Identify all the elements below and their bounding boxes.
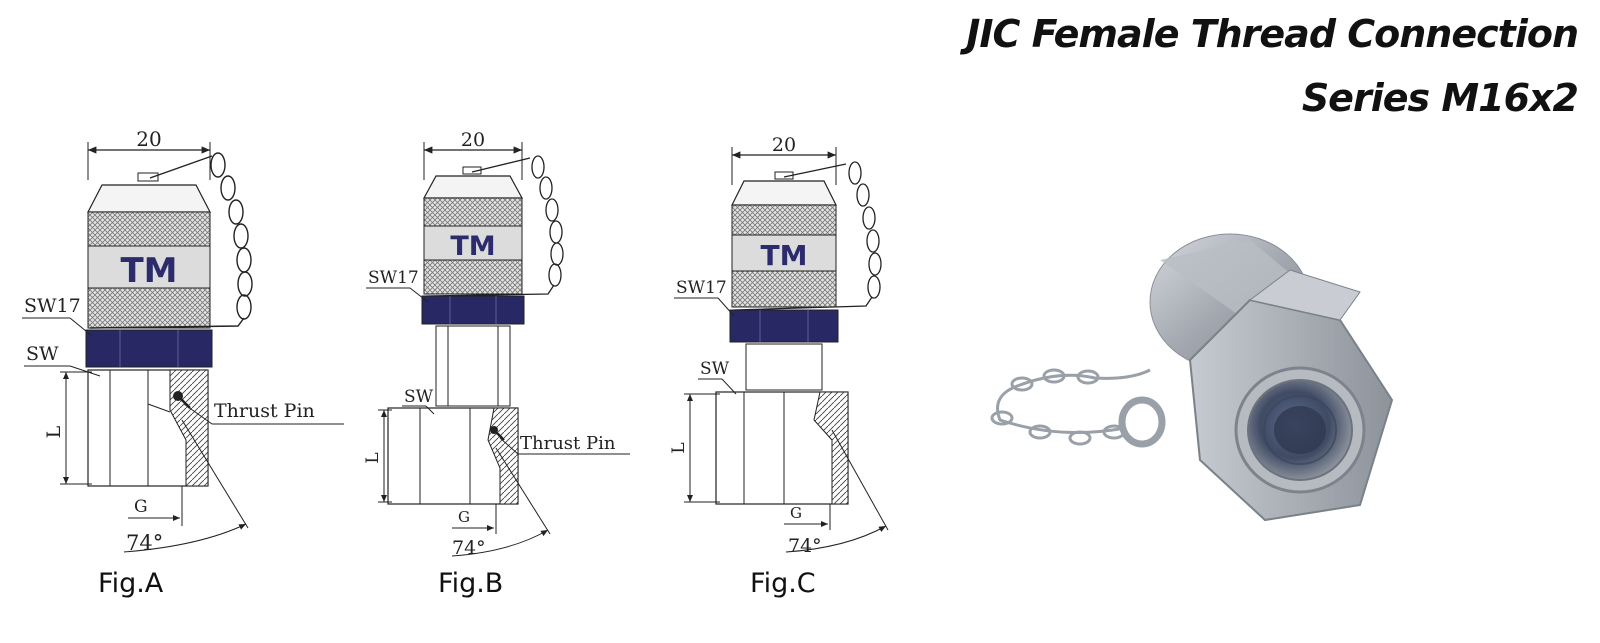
caption-fig-b: Fig.B: [438, 568, 504, 599]
figure-a: 20 TM SW17: [22, 127, 344, 555]
sw17-label: SW17: [676, 278, 727, 298]
angle-label: 74°: [126, 531, 163, 555]
logo-band: [87, 245, 211, 289]
sw17-label: SW17: [24, 295, 81, 317]
brand-logo: TM: [450, 231, 495, 262]
sw-label: SW: [26, 343, 59, 365]
knurl-band-lower: [423, 259, 523, 295]
angle-label: 74°: [788, 535, 822, 557]
figure-b: 20 TM SW17 SW: [363, 129, 630, 559]
section-hatch: [813, 391, 849, 505]
page-title-line1: JIC Female Thread Connection: [966, 12, 1579, 56]
photo-chain-ring: [1118, 396, 1166, 448]
body-neck: [745, 343, 823, 391]
width-dimension-label: 20: [136, 127, 161, 151]
figure-c: 20 TM SW17 SW L: [669, 134, 889, 557]
sw17-nut: [729, 309, 839, 343]
caption-fig-c: Fig.C: [750, 568, 816, 599]
brand-logo: TM: [120, 251, 177, 291]
angle-label: 74°: [452, 537, 486, 559]
thread-label: G: [458, 508, 470, 526]
knurl-band-upper: [87, 211, 211, 247]
length-label: L: [669, 442, 689, 453]
caption-fig-a: Fig.A: [98, 568, 164, 599]
sw-label: SW: [404, 387, 434, 407]
brand-logo: TM: [761, 239, 808, 272]
width-dimension-label: 20: [772, 134, 796, 156]
photo-chain: [990, 368, 1151, 446]
page-title-line2: Series M16x2: [1301, 76, 1579, 120]
retaining-chain: [89, 152, 253, 329]
sw17-nut: [421, 295, 525, 325]
cap-top: [87, 184, 211, 213]
angle-arc: [785, 525, 887, 553]
length-label: L: [363, 452, 383, 463]
knurl-band-lower: [731, 270, 837, 308]
angle-arc: [123, 523, 247, 553]
cap-knob: [462, 166, 482, 175]
length-label: L: [43, 425, 65, 438]
width-dimension-label: 20: [461, 129, 485, 151]
thread-label: G: [790, 504, 802, 522]
retaining-chain: [425, 155, 564, 297]
product-photo: [990, 233, 1394, 522]
knurl-band-upper: [423, 197, 523, 227]
thrust-pin-label: Thrust Pin: [214, 400, 315, 422]
cap-top: [422, 175, 524, 199]
thrust-pin-label: Thrust Pin: [520, 433, 616, 454]
retaining-chain: [733, 161, 882, 311]
logo-band: [731, 234, 837, 272]
sw-label: SW: [700, 359, 730, 379]
knurl-band-upper: [731, 204, 837, 236]
sw17-label: SW17: [368, 268, 419, 288]
cap-knob: [137, 172, 159, 182]
sw17-nut: [85, 329, 213, 368]
angle-arc: [451, 529, 549, 557]
cap-top: [731, 180, 837, 206]
body-neck: [435, 325, 511, 407]
knurl-band-lower: [87, 287, 211, 329]
thread-label: G: [134, 497, 148, 517]
logo-band: [423, 225, 523, 261]
